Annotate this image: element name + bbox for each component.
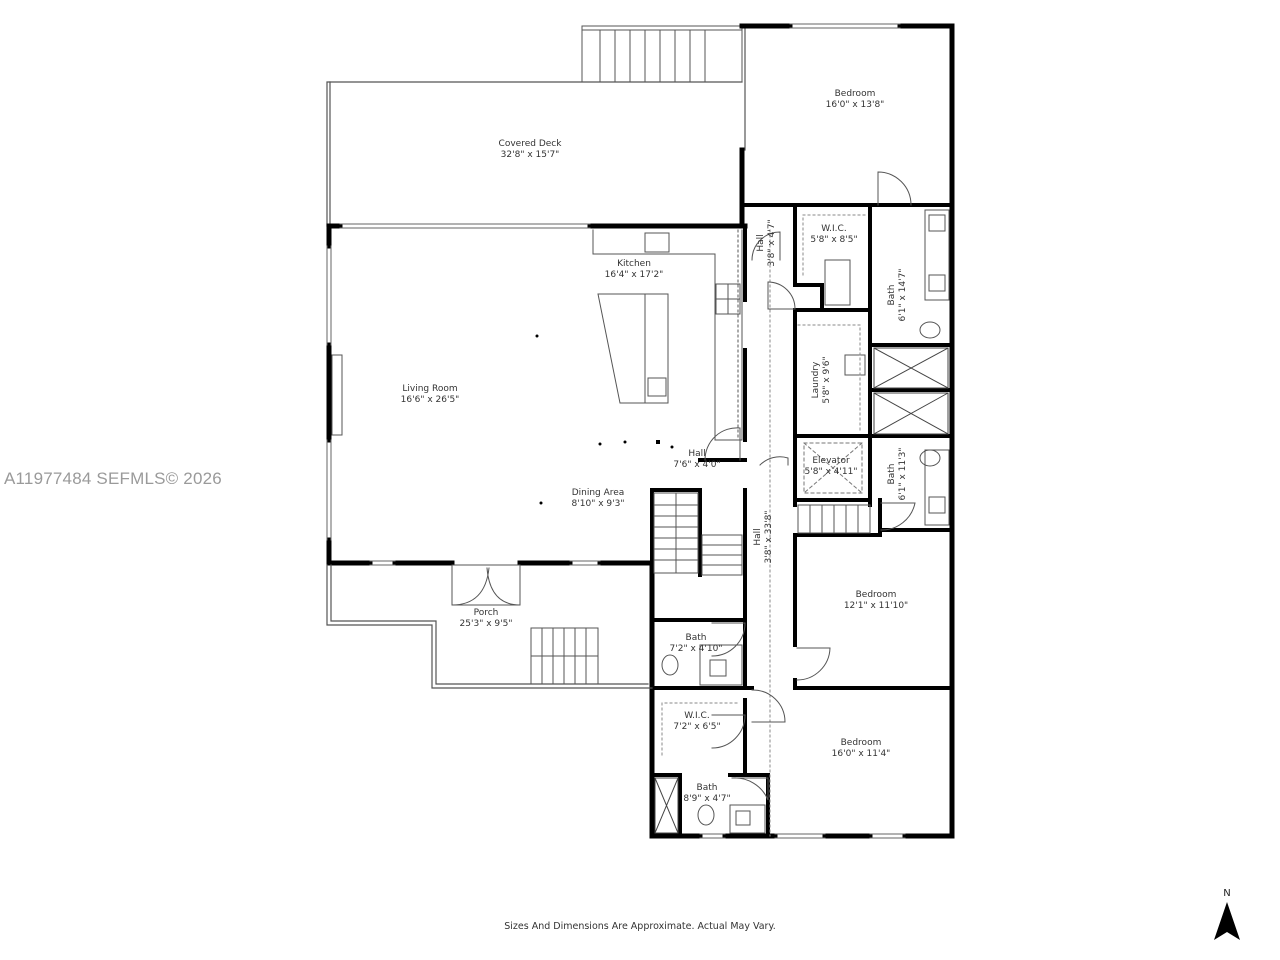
closet-shelving: [661, 214, 866, 837]
room-name: Bath: [685, 633, 707, 643]
room-bedroom-middle: Bedroom 12'1" x 11'10": [844, 590, 908, 612]
room-dims: 6'1" x 11'3": [898, 447, 908, 501]
room-dims: 16'4" x 17'2": [604, 270, 664, 280]
room-dims: 6'1" x 14'7": [898, 268, 908, 322]
room-name: Hall: [756, 234, 766, 252]
room-dims: 5'8" x 8'5": [810, 235, 858, 245]
room-dims: 25'3" x 9'5": [459, 619, 513, 629]
room-dims: 8'9" x 4'7": [683, 794, 731, 804]
room-dims: 12'1" x 11'10": [843, 601, 909, 611]
porch-double-door: [451, 564, 521, 606]
room-name: Elevator: [812, 456, 850, 466]
room-dims: 5'8" x 9'6": [822, 356, 832, 404]
north-label: N: [1223, 888, 1231, 899]
room-name: Hall: [753, 528, 763, 546]
room-kitchen: Kitchen 16'4" x 17'2": [605, 259, 664, 281]
room-bedroom-north: Bedroom 16'0" x 13'8": [826, 89, 885, 111]
room-wic-south: W.I.C. 7'2" x 6'5": [673, 711, 720, 733]
mls-watermark: A11977484 SEFMLS© 2026: [4, 469, 222, 488]
north-arrow: N: [1212, 888, 1242, 946]
room-dims: 7'2" x 6'5": [673, 722, 721, 732]
room-name: Bath: [887, 284, 897, 306]
disclaimer-text: Sizes And Dimensions Are Approximate. Ac…: [504, 921, 776, 932]
room-name: Bath: [696, 783, 718, 793]
room-wic-north: W.I.C. 5'8" x 8'5": [810, 224, 857, 246]
room-dims: 5'8" x 4'11": [804, 467, 858, 477]
fireplace: [331, 354, 343, 436]
room-laundry: Laundry 5'8" x 9'6": [811, 356, 833, 403]
room-dims: 16'0" x 13'8": [825, 100, 885, 110]
windows: [326, 23, 906, 839]
room-living-room: Living Room 16'6" x 26'5": [401, 384, 460, 406]
room-name: Porch: [473, 608, 499, 618]
room-dims: 7'6" x 4'0": [673, 460, 721, 470]
exterior-walls: [326, 23, 955, 839]
room-name: Bedroom: [834, 89, 876, 99]
north-arrow-icon: [1214, 902, 1240, 940]
room-dims: 16'0" x 11'4": [831, 749, 891, 759]
room-hall-long: Hall 3'8" x 33'8": [753, 511, 775, 564]
doors: [704, 171, 916, 801]
room-name: W.I.C.: [684, 711, 710, 721]
porch-outline: [326, 564, 653, 689]
room-dims: 3'8" x 33'8": [764, 510, 774, 564]
interior-walls: [650, 203, 954, 838]
room-bath-north: Bath 6'1" x 14'7": [887, 269, 909, 322]
covered-deck-outline: [326, 27, 746, 227]
room-dims: 16'6" x 26'5": [400, 395, 460, 405]
room-name: Covered Deck: [498, 139, 562, 149]
room-covered-deck: Covered Deck 32'8" x 15'7": [499, 139, 562, 161]
bath-fixtures: [661, 209, 950, 834]
room-hall-entry: Hall 7'6" x 4'0": [673, 449, 720, 471]
deck-stairs: [581, 25, 743, 83]
kitchen-fixtures: [592, 229, 743, 441]
room-dining-area: Dining Area 8'10" x 9'3": [572, 488, 625, 510]
elevator-shaft: [803, 442, 863, 494]
room-bedroom-south: Bedroom 16'0" x 11'4": [832, 738, 891, 760]
room-bath-south: Bath 8'9" x 4'7": [683, 783, 730, 805]
room-name: Bath: [887, 463, 897, 485]
room-name: Kitchen: [617, 259, 651, 269]
room-elevator: Elevator 5'8" x 4'11": [805, 456, 858, 478]
room-name: Bedroom: [855, 590, 897, 600]
porch-stairs: [530, 627, 599, 685]
showers: [654, 347, 949, 834]
room-porch: Porch 25'3" x 9'5": [460, 608, 513, 630]
room-name: Hall: [688, 449, 706, 459]
room-bath-middle: Bath 6'1" x 11'3": [887, 448, 909, 501]
room-name: W.I.C.: [821, 224, 847, 234]
room-name: Living Room: [402, 384, 458, 394]
room-dims: 8'10" x 9'3": [571, 499, 625, 509]
room-dims: 3'8" x 4'7": [767, 219, 777, 267]
room-name: Laundry: [811, 361, 821, 399]
room-name: Dining Area: [571, 488, 625, 498]
room-dims: 7'2" x 4'10": [669, 644, 723, 654]
interior-stairs: [653, 492, 871, 576]
room-name: Bedroom: [840, 738, 882, 748]
wall-markers: [535, 334, 674, 505]
room-bath-small: Bath 7'2" x 4'10": [670, 633, 723, 655]
room-hall-north: Hall 3'8" x 4'7": [756, 219, 778, 266]
room-dims: 32'8" x 15'7": [500, 150, 560, 160]
